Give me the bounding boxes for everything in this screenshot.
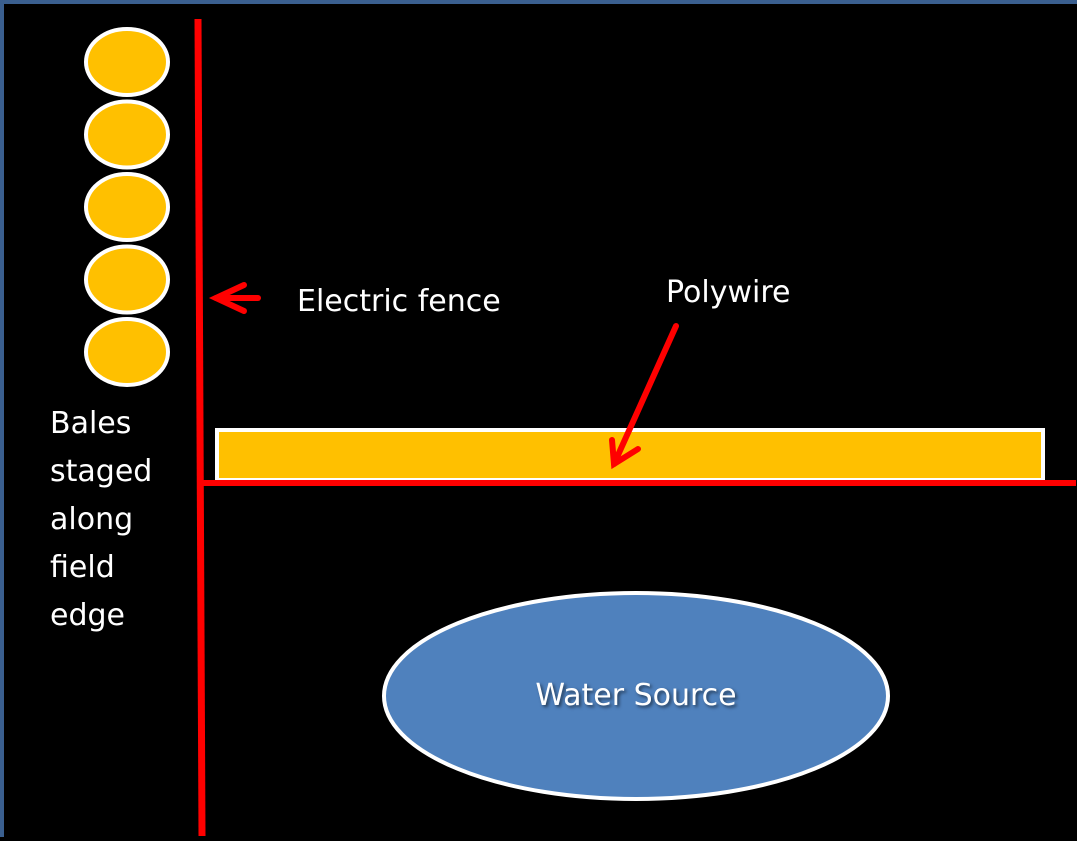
bales-group: [84, 27, 170, 387]
bale: [84, 244, 170, 315]
diagram-canvas: [84, 18, 1076, 837]
electric-fence-label: Electric fence: [297, 284, 501, 319]
arrow-left-icon: [208, 282, 261, 314]
polywire-label: Polywire: [666, 275, 791, 310]
electric-fence-line: [194, 18, 206, 837]
water-source-ellipse: [382, 591, 890, 801]
arrow-down-left-icon: [609, 323, 679, 470]
bales-label: Bales staged along field edge: [50, 406, 153, 633]
water-source-label: Water Source: [535, 678, 737, 713]
bale: [84, 172, 170, 242]
bale: [84, 27, 170, 97]
bale: [84, 99, 170, 170]
bale: [84, 317, 170, 387]
